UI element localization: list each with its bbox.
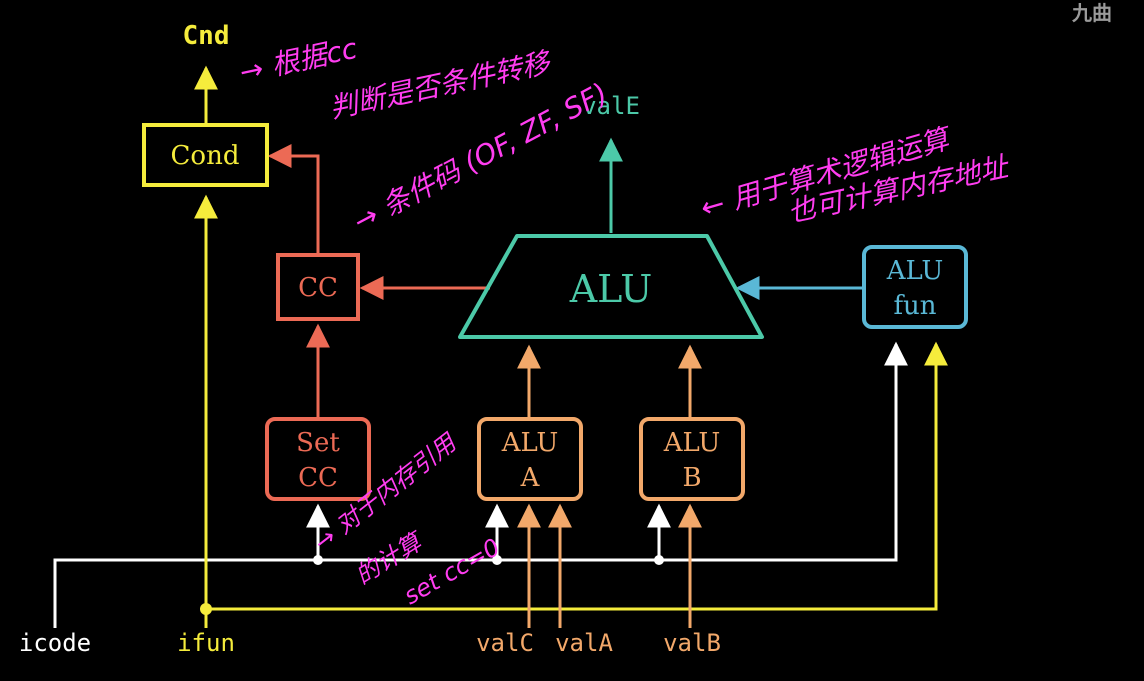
cc-wires bbox=[267, 144, 490, 417]
vale-signal: valE bbox=[582, 92, 640, 120]
cond-note-2: 判断是否条件转移 bbox=[327, 45, 556, 124]
valc-signal: valC bbox=[476, 629, 534, 657]
set-cc-label-2: CC bbox=[298, 463, 338, 493]
operand-wires bbox=[517, 344, 702, 628]
cond-label: Cond bbox=[171, 141, 240, 171]
set-cc-label-1: Set bbox=[296, 428, 340, 458]
set-cc-block: Set CC bbox=[265, 417, 371, 501]
alu-a-label-2: A bbox=[520, 463, 541, 493]
alu-label: ALU bbox=[569, 267, 653, 311]
icode-signal: icode bbox=[19, 629, 91, 657]
cond-block: Cond bbox=[142, 123, 269, 187]
cc-label: CC bbox=[298, 273, 338, 303]
alu-a-block: ALU A bbox=[477, 417, 583, 501]
cond-note-1: → 根据cc bbox=[237, 32, 361, 89]
valb-signal: valB bbox=[663, 629, 721, 657]
alu-b-block: ALU B bbox=[639, 417, 745, 501]
ifun-signal: ifun bbox=[177, 629, 235, 657]
alu-b-label-2: B bbox=[682, 463, 701, 493]
vala-signal: valA bbox=[555, 629, 613, 657]
icode-bus bbox=[53, 341, 908, 628]
ifun-bus bbox=[194, 65, 948, 628]
ifun-junction bbox=[200, 603, 212, 615]
icode-junctions bbox=[313, 555, 664, 565]
cnd-signal: Cnd bbox=[183, 21, 230, 51]
alu-block: ALU bbox=[458, 234, 764, 339]
alu-fun-label-1: ALU bbox=[886, 256, 944, 286]
alu-fun-block: ALU fun bbox=[862, 245, 968, 329]
watermark: 九曲 bbox=[1071, 1, 1112, 25]
alu-fun-label-2: fun bbox=[893, 291, 936, 321]
alu-a-label-1: ALU bbox=[501, 428, 559, 458]
alu-b-label-1: ALU bbox=[663, 428, 721, 458]
cc-block: CC bbox=[276, 253, 360, 321]
